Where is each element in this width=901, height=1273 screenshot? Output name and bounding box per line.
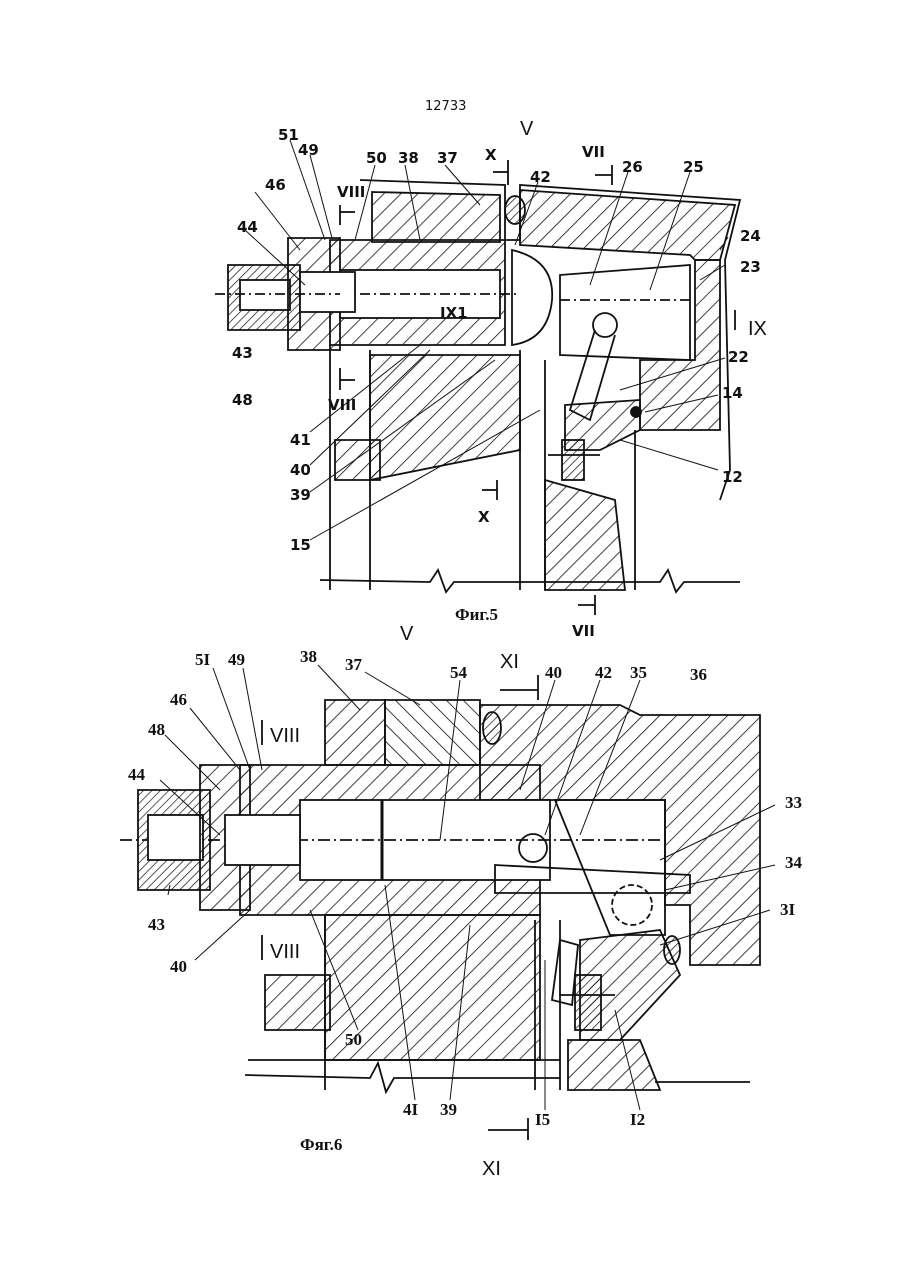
fig6-callout: 40 bbox=[170, 957, 187, 976]
fig5-callout: 24 bbox=[740, 227, 761, 245]
fig6-callout: 44 bbox=[128, 765, 146, 784]
fig6-callout: 40 bbox=[545, 663, 562, 682]
fig5-callout: 40 bbox=[290, 461, 311, 479]
fig6-section-VIII-bottom: VIII bbox=[270, 941, 300, 963]
fig5-callout: 25 bbox=[683, 158, 704, 176]
fig6-callout: 48 bbox=[148, 720, 165, 739]
fig6-callout: I2 bbox=[630, 1110, 645, 1129]
fig6-callout: 54 bbox=[450, 663, 468, 682]
fig5-callout: 22 bbox=[728, 348, 749, 366]
fig5-callout: 49 bbox=[298, 141, 319, 159]
fig5-callout: 44 bbox=[237, 218, 258, 236]
fig6-section-XI-bottom: XI bbox=[482, 1158, 501, 1180]
fig6-callout: 33 bbox=[785, 793, 802, 812]
fig5-section-VIII-top: VIII bbox=[337, 183, 365, 201]
fig6-callout: 37 bbox=[345, 655, 363, 674]
fig5-callout: 51 bbox=[278, 126, 299, 144]
fig5-callout: 37 bbox=[437, 149, 458, 167]
fig6-callout: 5I bbox=[195, 650, 211, 669]
fig5-callout: 38 bbox=[398, 149, 419, 167]
fig5-section-X-top: X bbox=[485, 146, 497, 164]
fig5-section-IX: IX bbox=[748, 318, 767, 340]
fig5-callout: 42 bbox=[530, 168, 551, 186]
fig5-callout: 23 bbox=[740, 258, 761, 276]
fig5-callout: 46 bbox=[265, 176, 286, 194]
fig5-callout: 39 bbox=[290, 486, 311, 504]
fig6-callout: 50 bbox=[345, 1030, 362, 1049]
fig5-callout: 15 bbox=[290, 536, 311, 554]
fig6-callout: 49 bbox=[228, 650, 245, 669]
fig6-view-label: V bbox=[400, 623, 414, 645]
fig5-callout: 12 bbox=[722, 468, 743, 486]
fig5-callout: 41 bbox=[290, 431, 311, 449]
fig5-section-X-bottom: X bbox=[478, 508, 490, 526]
fig6-callout: 39 bbox=[440, 1100, 457, 1119]
fig6-callout: I5 bbox=[535, 1110, 550, 1129]
fig6-callout: 4I bbox=[403, 1100, 419, 1119]
fig5-callout: 50 bbox=[366, 149, 387, 167]
fig5-section-VIII-bottom: VIII bbox=[328, 396, 356, 414]
fig5-section-IX1: IX1 bbox=[440, 304, 468, 322]
fig5-caption: Фиг.5 bbox=[455, 605, 498, 624]
fig5-callout: 14 bbox=[722, 384, 743, 402]
figure-6 bbox=[120, 665, 775, 1140]
fig5-callout: 48 bbox=[232, 391, 253, 409]
fig6-callout: 36 bbox=[690, 665, 707, 684]
fig6-callout: 3I bbox=[780, 900, 796, 919]
fig5-callout: 26 bbox=[622, 158, 643, 176]
fig6-callout: 38 bbox=[300, 647, 317, 666]
fig6-callout: 43 bbox=[148, 915, 165, 934]
fig6-callout: 34 bbox=[785, 853, 803, 872]
fig6-caption: Фяг.6 bbox=[300, 1135, 342, 1154]
page-number: 12733 bbox=[425, 99, 466, 114]
fig5-section-VII-top: VII bbox=[582, 143, 605, 161]
fig6-callout: 35 bbox=[630, 663, 647, 682]
fig6-section-VIII-top: VIII bbox=[270, 725, 300, 747]
fig5-section-VII-bottom: VII bbox=[572, 622, 595, 640]
fig6-callout: 46 bbox=[170, 690, 187, 709]
fig6-section-XI-top: XI bbox=[500, 651, 519, 673]
fig6-callout: 42 bbox=[595, 663, 612, 682]
fig5-view-label: V bbox=[520, 118, 534, 140]
fig5-callout: 43 bbox=[232, 344, 253, 362]
